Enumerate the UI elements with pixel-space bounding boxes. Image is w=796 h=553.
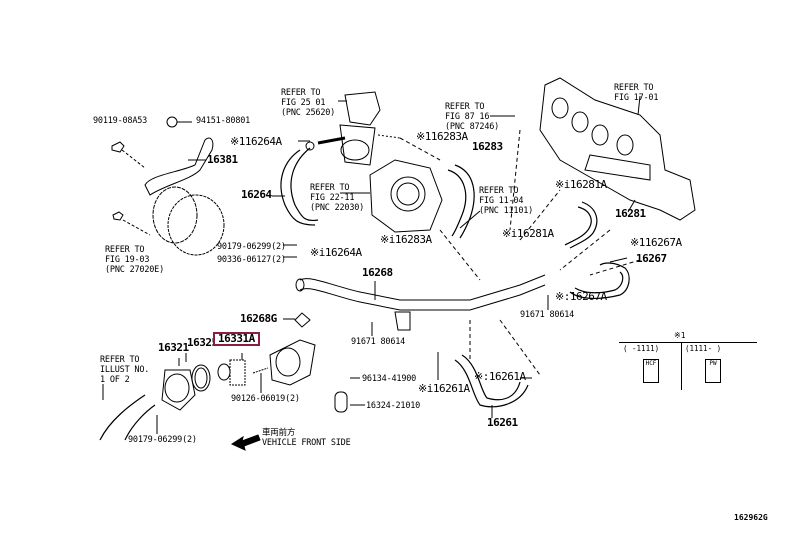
- part-label-16261[interactable]: 16261: [487, 416, 518, 429]
- part-label-16268g[interactable]: 16268G: [240, 312, 277, 325]
- fastener-label-96134-41900[interactable]: 96134-41900: [362, 374, 417, 384]
- fastener-label-90179-06299-top[interactable]: 90179-06299(2): [217, 242, 286, 252]
- reference-illust-no-1[interactable]: REFER TO ILLUST NO. 1 OF 2: [100, 355, 150, 385]
- fastener-label-90126-06019[interactable]: 90126-06019(2): [231, 394, 300, 404]
- vehicle-front-arrow-icon: [230, 434, 261, 451]
- lower-hose-drawing: [99, 394, 156, 441]
- applicability-legend: ※1 ( -1111) (1111- ) HCF PW: [619, 331, 757, 390]
- inlet-16321-drawing: [161, 369, 196, 411]
- fastener-label-16324-21010[interactable]: 16324-21010: [366, 401, 421, 411]
- fastener-label-90119-08a53[interactable]: 90119-08A53: [93, 116, 148, 126]
- part-label-16321[interactable]: 16321: [158, 341, 189, 354]
- vehicle-front-label-jp: 車両前方: [262, 428, 296, 438]
- plug-16324-drawing: [334, 391, 348, 413]
- hose-16264-drawing: [280, 147, 319, 226]
- part-label-16281a-top[interactable]: ※i16281A: [555, 178, 607, 191]
- part-label-16267a-top[interactable]: ※116267A: [630, 236, 682, 249]
- hose-16261-drawing: [454, 354, 529, 408]
- reference-fig-22-11[interactable]: REFER TO FIG 22-11 (PNC 22030): [310, 183, 365, 213]
- egr-valve-drawing: [305, 91, 401, 166]
- part-label-16261a-right[interactable]: ※:16261A: [474, 370, 526, 383]
- thermostat-16331a-drawing: [217, 359, 246, 386]
- part-label-16331a-highlighted[interactable]: 16331A: [213, 332, 260, 346]
- reference-fig-17-01[interactable]: REFER TO FIG 17-01: [614, 83, 659, 103]
- exhaust-manifold-drawing: [539, 77, 696, 221]
- legend-title: ※1: [674, 331, 686, 340]
- part-label-16381[interactable]: 16381: [207, 153, 238, 166]
- reference-fig-19-03[interactable]: REFER TO FIG 19-03 (PNC 27020E): [105, 245, 165, 275]
- part-label-16267a-bottom[interactable]: ※:16267A: [555, 290, 607, 303]
- reference-fig-11-04[interactable]: REFER TO FIG 11-04 (PNC 11101): [479, 186, 534, 216]
- label-leaders: [102, 95, 641, 434]
- legend-col-2: (1111- ): [685, 344, 722, 353]
- legend-col-1: ( -1111): [623, 344, 660, 353]
- part-label-16268[interactable]: 16268: [362, 266, 393, 279]
- part-label-16264a-bottom[interactable]: ※i16264A: [310, 246, 362, 259]
- part-label-16283[interactable]: 16283: [472, 140, 503, 153]
- vehicle-front-label: VEHICLE FRONT SIDE: [262, 438, 351, 448]
- throttle-body-drawing: [369, 159, 443, 233]
- part-label-16281a-mid[interactable]: ※i16281A: [502, 227, 554, 240]
- pump-housing-drawing: [112, 186, 225, 256]
- legend-column-divider: [681, 342, 682, 390]
- part-label-16261a-left[interactable]: ※i16261A: [418, 382, 470, 395]
- part-label-16281[interactable]: 16281: [615, 207, 646, 220]
- bracket-16381-drawing: [111, 116, 214, 196]
- gasket-16325-drawing: [191, 364, 211, 392]
- part-label-16264a-top[interactable]: ※116264A: [230, 135, 282, 148]
- fastener-label-91671-80614-right[interactable]: 91671 80614: [520, 310, 575, 320]
- fastener-label-90336-06127[interactable]: 90336-06127(2): [217, 255, 286, 265]
- legend-pw-icon: PW: [705, 359, 721, 383]
- gasket-16268g-drawing: [294, 312, 311, 328]
- diagram-id: 162962G: [734, 513, 768, 522]
- fastener-label-91671-80614-mid[interactable]: 91671 80614: [351, 337, 406, 347]
- part-label-16283a-bottom[interactable]: ※i16283A: [380, 233, 432, 246]
- leader-lines: [399, 129, 641, 376]
- pipe-16268-drawing: [295, 274, 546, 331]
- part-label-16264[interactable]: 16264: [241, 188, 272, 201]
- hose-16283-drawing: [447, 164, 475, 239]
- reference-fig-87-16[interactable]: REFER TO FIG 87 16 (PNC 87246): [445, 102, 500, 132]
- fastener-label-94151-80801[interactable]: 94151-80801: [196, 116, 251, 126]
- fastener-label-90179-06299-bottom[interactable]: 90179-06299(2): [128, 435, 197, 445]
- reference-fig-25-01[interactable]: REFER TO FIG 25 01 (PNC 25620): [281, 88, 336, 118]
- legend-hcf-icon: HCF: [643, 359, 659, 383]
- legend-divider: [619, 342, 757, 343]
- hose-16281-drawing: [564, 201, 598, 249]
- water-outlet-drawing: [252, 339, 316, 386]
- part-label-16267[interactable]: 16267: [636, 252, 667, 265]
- part-label-16325[interactable]: 16325: [187, 336, 218, 349]
- hose-16267-drawing: [569, 262, 630, 299]
- part-label-16283a-top[interactable]: ※116283A: [416, 130, 468, 143]
